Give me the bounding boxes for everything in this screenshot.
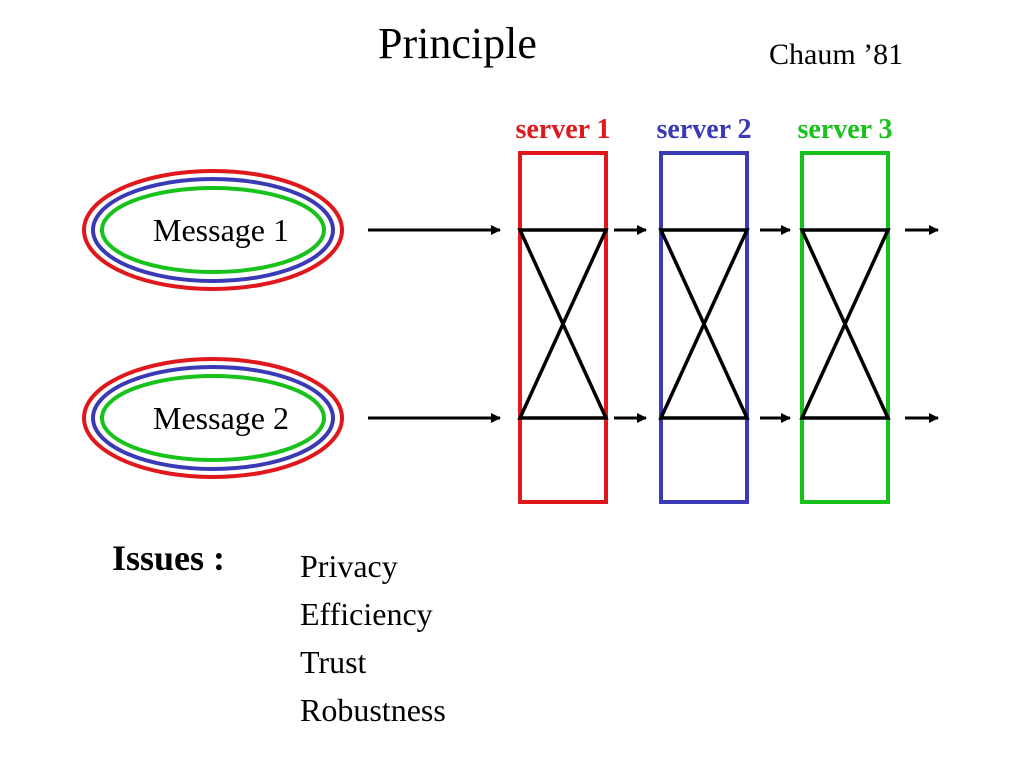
server-label: server 3: [797, 114, 892, 145]
encryption-layer-1: [82, 357, 344, 479]
permutation-cross: [658, 228, 750, 420]
server-3: server 3: [797, 114, 893, 504]
server-2: server 2: [656, 114, 752, 504]
issue-item-efficiency: Efficiency: [300, 596, 433, 632]
server-box: [518, 151, 608, 504]
message-label: Message 1: [153, 212, 289, 248]
message-label: Message 2: [153, 400, 289, 436]
encryption-layer-3: [100, 186, 326, 274]
encryption-layer-3: [100, 374, 326, 462]
encryption-layer-2: [91, 177, 335, 283]
issue-item-robustness: Robustness: [300, 692, 446, 728]
server-1: server 1: [515, 114, 611, 504]
server-box: [659, 151, 749, 504]
citation: Chaum ’81: [769, 38, 904, 71]
message-1: Message 1: [82, 169, 344, 291]
message-2: Message 2: [82, 357, 344, 479]
issues-list: Privacy Efficiency Trust Robustness: [300, 542, 446, 734]
server-label: server 1: [515, 114, 610, 145]
permutation-cross: [517, 228, 609, 420]
issue-item-trust: Trust: [300, 644, 367, 680]
issue-item-privacy: Privacy: [300, 548, 398, 584]
permutation-cross: [799, 228, 891, 420]
issues-label: Issues :: [112, 538, 226, 578]
server-label: server 2: [656, 114, 751, 145]
encryption-layer-2: [91, 365, 335, 471]
encryption-layer-1: [82, 169, 344, 291]
server-box: [800, 151, 890, 504]
slide-title: Principle: [378, 19, 537, 68]
